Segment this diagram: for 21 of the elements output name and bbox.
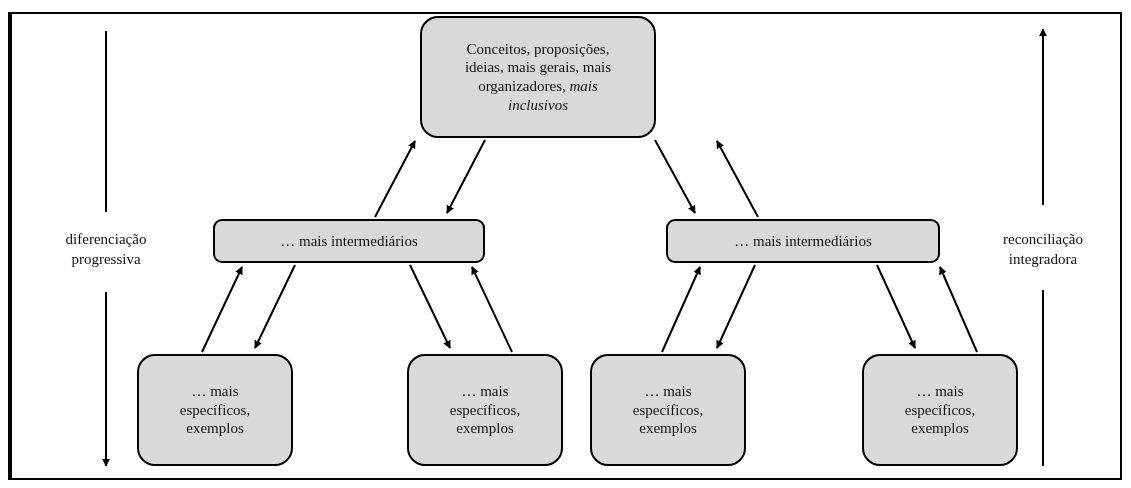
arrow [374,140,416,218]
arrow [876,264,916,349]
arrow [201,266,243,353]
concept-box: … mais específicos, exemplos [407,354,563,466]
arrow [654,139,696,214]
concept-box: … mais intermediários [213,219,485,263]
concept-box: … mais específicos, exemplos [862,354,1018,466]
axis-label: diferenciação progressiva [65,231,147,267]
arrow [254,264,296,349]
concept-box: … mais específicos, exemplos [590,354,746,466]
concept-box: … mais intermediários [666,219,940,263]
concept-box: Conceitos, proposições, ideias, mais gerais, mais organizadores, mais inclusivos [420,16,656,138]
concept-box: … mais específicos, exemplos [137,354,293,466]
arrow [716,140,759,218]
arrow [471,266,513,353]
arrow [409,264,451,349]
axis-label: reconciliação integradora [1003,231,1083,267]
arrow [661,266,701,353]
arrow [939,266,978,353]
arrow [716,264,756,349]
arrow [446,139,486,214]
